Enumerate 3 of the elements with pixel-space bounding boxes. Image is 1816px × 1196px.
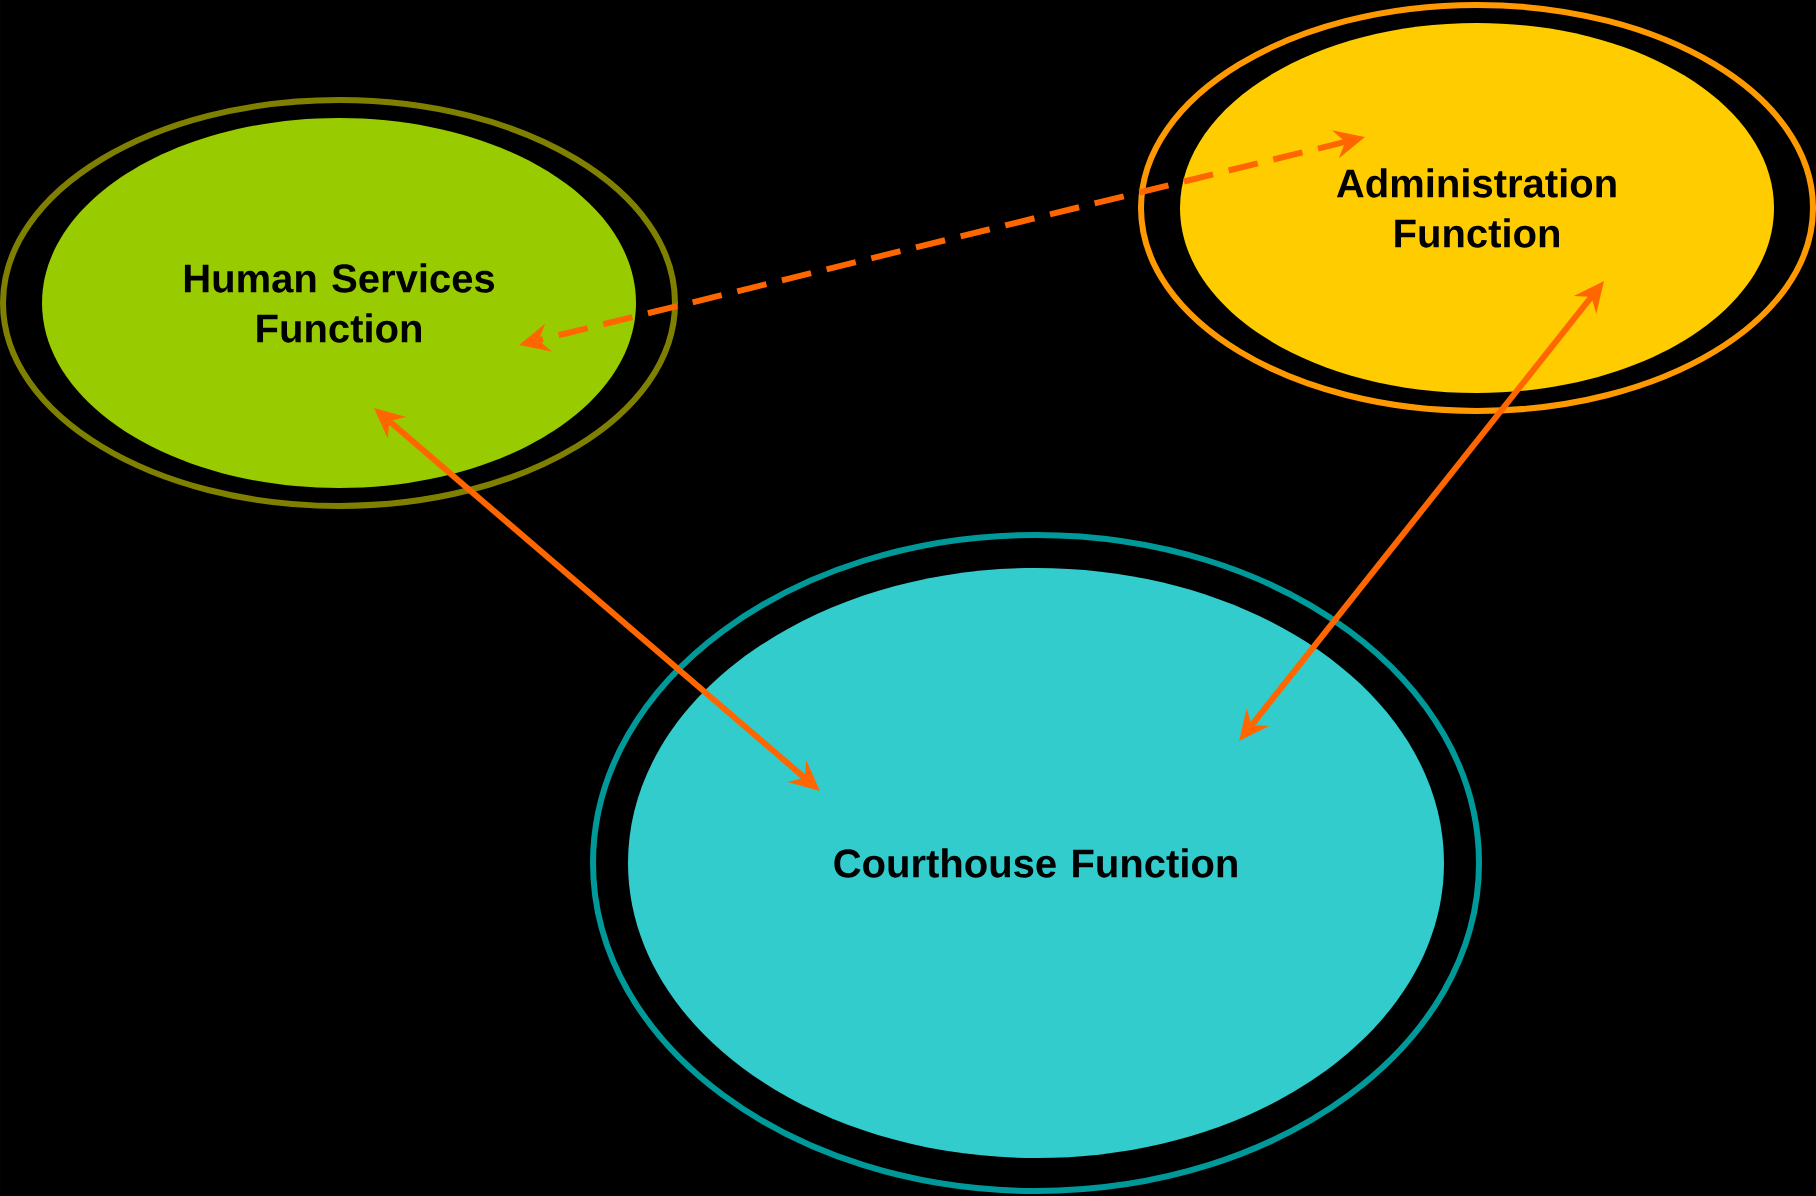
ellipse-node: Administration Function <box>1138 2 1816 414</box>
ellipse-node: Courthouse Function <box>590 532 1482 1194</box>
ellipse-node: Human Services Function <box>0 97 678 509</box>
